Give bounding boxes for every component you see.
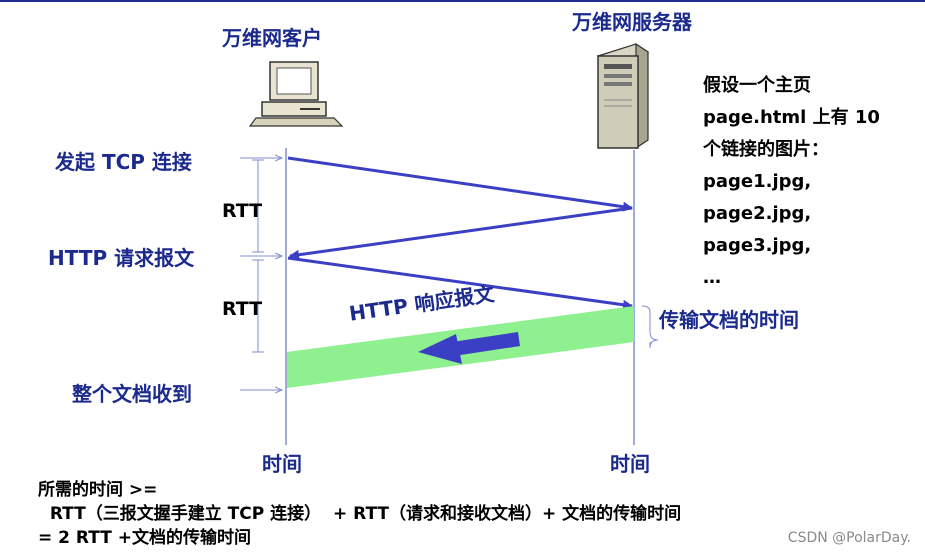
tcp-syn-arrow (287, 156, 633, 212)
http-request-label: HTTP 请求报文 (48, 246, 195, 270)
server-note: 假设一个主页 page.html 上有 10 个链接的图片： page1.jpg… (703, 70, 880, 294)
http-request-arrow (287, 256, 633, 310)
tcp-synack-arrow (289, 206, 633, 260)
tcp-connect-label: 发起 TCP 连接 (55, 150, 192, 174)
summary-line-3: = 2 RTT +文档的传输时间 (38, 528, 251, 548)
server-title: 万维网服务器 (572, 10, 692, 34)
note-line: page2.jpg, (703, 203, 812, 224)
server-time-label: 时间 (610, 452, 650, 476)
rtt-label-1: RTT (222, 200, 263, 222)
client-title: 万维网客户 (222, 26, 322, 50)
note-line: page3.jpg, (703, 235, 812, 256)
watermark: CSDN @PolarDay. (787, 530, 911, 546)
note-line: page1.jpg, (703, 171, 812, 192)
transfer-time-brace (641, 305, 659, 349)
transfer-time-label: 传输文档的时间 (659, 308, 799, 332)
client-computer-icon (248, 61, 344, 127)
note-line: 个链接的图片： (703, 139, 829, 160)
client-time-label: 时间 (262, 452, 302, 476)
note-line: page.html 上有 10 (703, 107, 880, 128)
rtt-bracket-1 (252, 159, 264, 253)
time-summary: 所需的时间 >= RTT（三报文握手建立 TCP 连接） + RTT（请求和接收… (38, 478, 681, 550)
summary-line-1: 所需的时间 >= (38, 480, 158, 500)
top-border-line (0, 0, 925, 2)
rtt-label-2: RTT (222, 298, 263, 320)
note-line: 假设一个主页 (703, 75, 811, 96)
summary-line-2: RTT（三报文握手建立 TCP 连接） + RTT（请求和接收文档）+ 文档的传… (38, 504, 682, 524)
doc-received-label: 整个文档收到 (72, 382, 192, 406)
server-tower-icon (596, 42, 650, 150)
rtt-bracket-2 (252, 259, 264, 353)
note-line: … (703, 267, 721, 288)
response-direction-arrow (418, 332, 520, 364)
